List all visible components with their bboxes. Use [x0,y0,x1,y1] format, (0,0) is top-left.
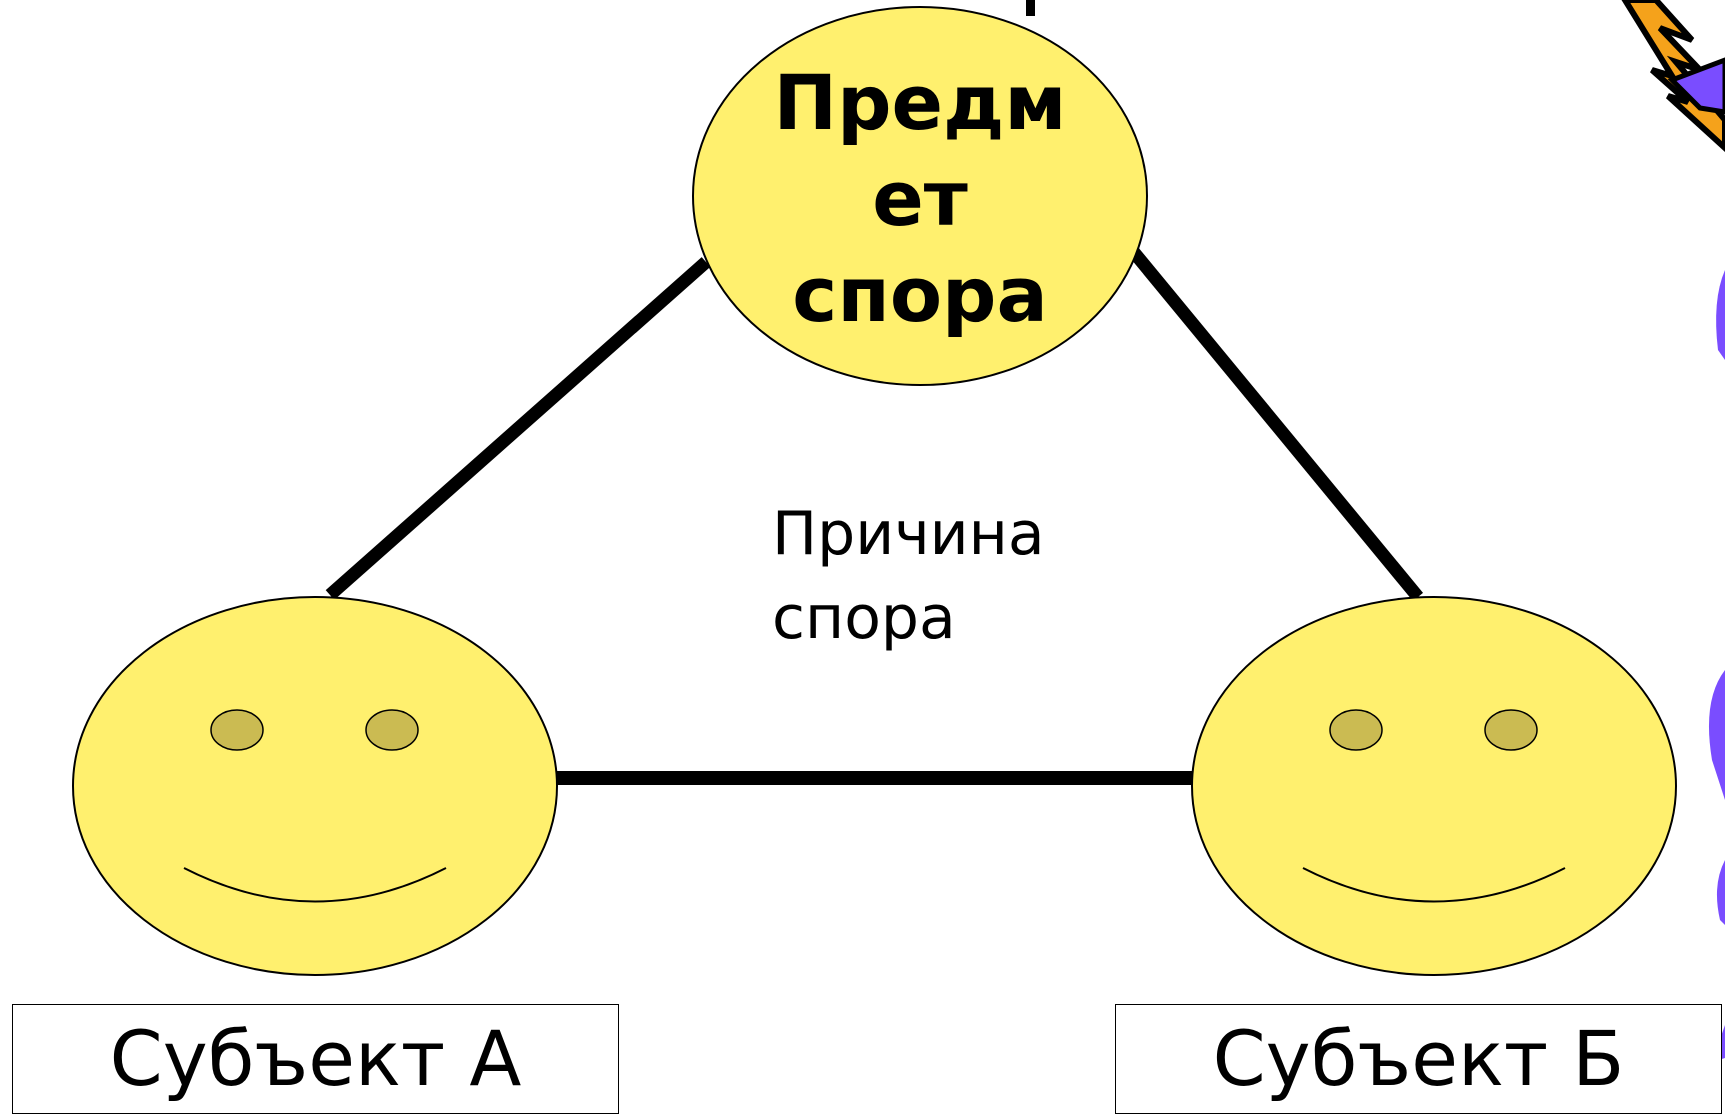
right-eye [365,709,419,751]
top-stem-decoration [1026,0,1035,16]
topic-ellipse [692,6,1148,386]
right-eye [1484,709,1538,751]
face-circle [1191,596,1677,976]
subject-a-label: Субъект А [109,1014,522,1103]
connector-topic-to-subject-b [1126,245,1424,602]
left-eye [1329,709,1383,751]
topic-line-1: Предм [773,58,1067,147]
face-circle [72,596,558,976]
decorative-graphics [1026,0,1725,1062]
subject-a-box: Субъект А [12,1004,619,1114]
topic-line-2: ет [872,154,968,243]
topic-label: Предм ет спора [700,55,1140,343]
subject-b-face [1191,596,1677,976]
right-edge-purple-shape-2 [1708,670,1725,800]
smile [1302,867,1566,903]
cause-line-1: Причина [772,499,1045,569]
corner-zigzag-decoration [1621,0,1725,153]
connector-topic-to-subject-a [325,257,711,600]
topic-line-3: спора [792,250,1048,339]
cause-line-2: спора [772,583,956,653]
left-eye [210,709,264,751]
subject-b-label: Субъект Б [1212,1014,1625,1103]
cause-label: Причина спора [772,492,1132,660]
smile [183,867,447,903]
right-edge-purple-shape-1 [1716,270,1725,360]
right-edge-purple-shape-3 [1716,860,1725,925]
subject-a-face [72,596,558,976]
subject-b-box: Субъект Б [1115,1004,1722,1114]
